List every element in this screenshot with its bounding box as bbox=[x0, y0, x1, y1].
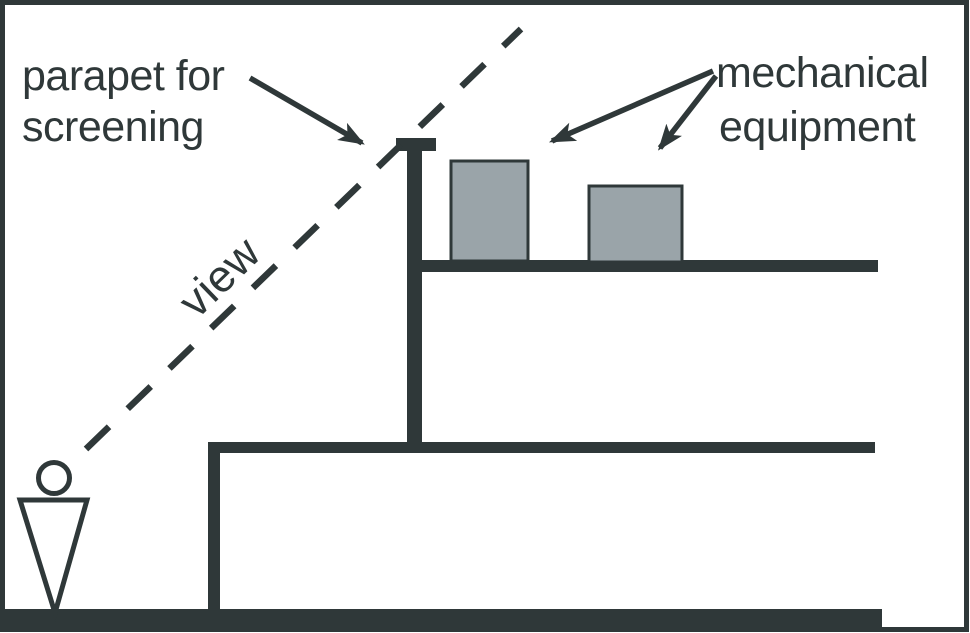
parapet-cap bbox=[396, 138, 436, 151]
equipment-box-1 bbox=[449, 159, 530, 263]
person-head bbox=[36, 460, 72, 496]
view-sightline bbox=[83, 26, 524, 452]
person-icon bbox=[16, 460, 91, 622]
equipment-box-2 bbox=[587, 184, 684, 264]
person-body bbox=[16, 497, 91, 622]
ground-line bbox=[5, 609, 882, 627]
upper-roof-line bbox=[408, 260, 878, 272]
parapet-leader-arrow bbox=[248, 75, 365, 146]
equipment-label-line1: mechanical bbox=[716, 49, 929, 97]
parapet-label-line2: screening bbox=[22, 103, 204, 151]
parapet-post bbox=[407, 149, 422, 449]
view-label: view bbox=[168, 227, 270, 328]
equipment-label-line2: equipment bbox=[719, 103, 916, 151]
equipment-leader-arrow-1 bbox=[548, 68, 715, 144]
equipment-leader-arrow-2 bbox=[657, 74, 719, 151]
parapet-label-line1: parapet for bbox=[22, 52, 225, 100]
lower-roof-line bbox=[208, 442, 875, 453]
lower-building-wall bbox=[208, 442, 220, 614]
